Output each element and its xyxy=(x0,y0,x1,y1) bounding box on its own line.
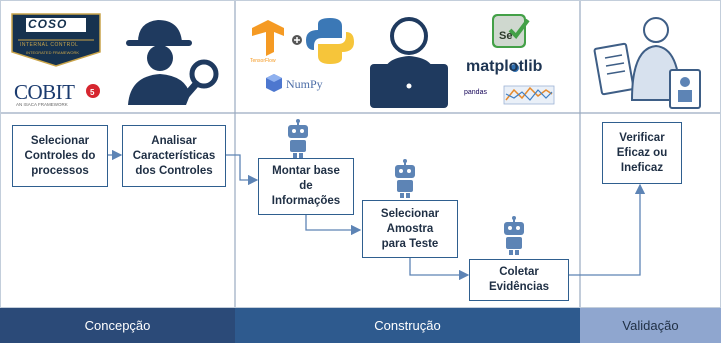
step-montar-base: Montar base de Informações xyxy=(258,158,354,215)
developer-laptop-icon xyxy=(370,17,448,108)
tensorflow-icon xyxy=(252,20,284,56)
pandas-label: pandas xyxy=(464,89,487,96)
arrow-5 xyxy=(569,183,646,276)
coso-logo xyxy=(11,13,101,67)
phase-construcao: Construção xyxy=(235,308,580,343)
matplotlib-label: matplotlib xyxy=(466,58,543,75)
selenium-icon xyxy=(492,14,530,48)
detective-icon xyxy=(126,20,219,105)
arrow-3 xyxy=(305,215,362,236)
step-coletar-evidencias: Coletar Evidências xyxy=(469,259,569,301)
cobit-logo: 5 xyxy=(86,84,100,98)
arrow-4 xyxy=(409,258,470,281)
phase-concepcao: Concepção xyxy=(0,308,235,343)
tensorflow-label: TensorFlow xyxy=(250,58,276,64)
auditor-documents-icon xyxy=(593,17,701,109)
numpy-label: NumPy xyxy=(286,77,323,91)
step-verificar-eficacia: Verificar Eficaz ou Ineficaz xyxy=(602,122,682,184)
step-selecionar-amostra: Selecionar Amostra para Teste xyxy=(362,200,458,258)
plus-icon xyxy=(292,35,302,45)
selenium-label: Se xyxy=(499,30,513,42)
arrow-2 xyxy=(226,154,259,186)
svg-text:5: 5 xyxy=(90,88,95,97)
coso-subtitle: INTERNAL CONTROL xyxy=(20,42,79,48)
python-icon xyxy=(306,18,354,64)
matplotlib-mark xyxy=(511,64,519,72)
phase-validacao: Validação xyxy=(580,308,721,343)
connectors xyxy=(108,149,646,281)
step-selecionar-controles: Selecionar Controles do processos xyxy=(12,125,108,187)
numpy-icon xyxy=(266,74,282,92)
robot-icon xyxy=(504,216,524,255)
cobit-logo-text: COBIT xyxy=(14,80,75,104)
robot-icon xyxy=(395,159,415,198)
cobit-subtitle: AN ISACA FRAMEWORK xyxy=(16,102,68,107)
coso-subtitle-2: INTEGRATED FRAMEWORK xyxy=(26,50,80,55)
mini-chart-icon xyxy=(503,85,555,105)
coso-logo-text: COSO xyxy=(28,17,68,31)
step-analisar-caracteristicas: Analisar Características dos Controles xyxy=(122,125,226,187)
robot-icon xyxy=(288,119,308,158)
